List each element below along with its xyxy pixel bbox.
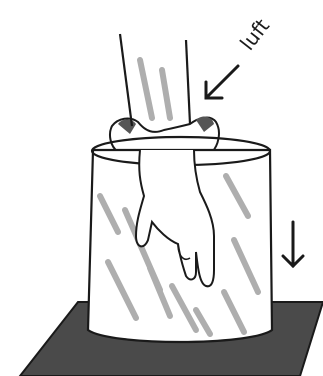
arrow-down-icon	[283, 222, 303, 266]
arm-streaks	[140, 60, 170, 118]
arrow-down-left-icon	[206, 66, 238, 98]
arm	[120, 34, 190, 126]
